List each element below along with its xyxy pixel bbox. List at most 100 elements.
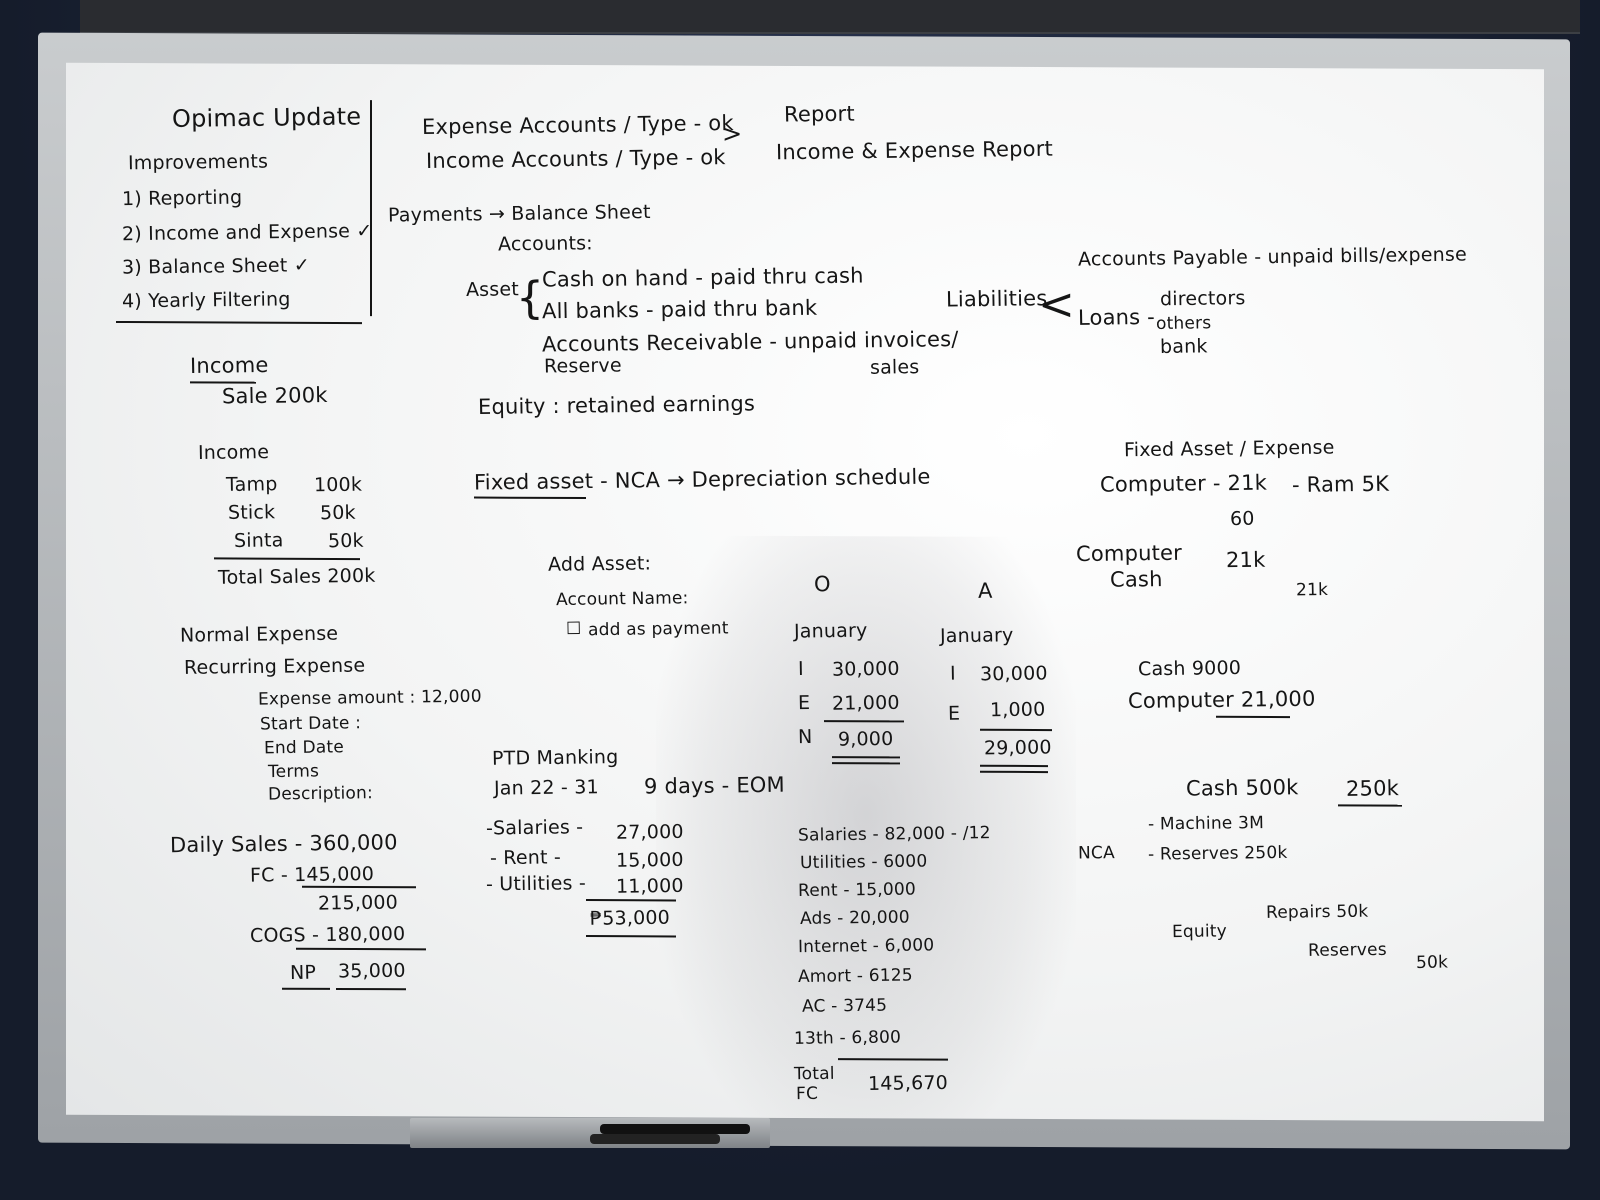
nca-cash-line: Cash 500k: [1185, 775, 1299, 801]
asset-item: Accounts Receivable - unpaid invoices/: [541, 327, 959, 357]
header-divider-horizontal: [116, 320, 362, 325]
income-title: Income: [189, 352, 269, 379]
right-column-rule: [980, 728, 1052, 732]
expense-row: AC - 3745: [801, 995, 888, 1017]
right-month: January: [939, 624, 1014, 648]
daily-sales-line: Daily Sales - 360,000: [169, 830, 398, 858]
column-a-label: A: [977, 578, 993, 603]
ram-line: - Ram 5K: [1291, 471, 1390, 497]
asset-item: All banks - paid thru bank: [541, 295, 818, 324]
fc-rule: [302, 885, 416, 889]
expense-row: 13th - 6,800: [793, 1027, 902, 1049]
right-row-key: I: [949, 662, 957, 685]
improvements-label: Improvements: [127, 150, 269, 175]
income-row-label: Stick: [227, 501, 276, 524]
right-row-key: E: [947, 702, 961, 725]
income-row-value: 100k: [313, 473, 363, 497]
cash-value: 21k: [1295, 580, 1329, 601]
computer-underline: [1216, 715, 1290, 719]
ptd-rule: [586, 899, 676, 902]
computer-line-2: Computer 21,000: [1127, 686, 1316, 714]
left-row-key: I: [797, 657, 805, 681]
repairs-line: Repairs 50k: [1265, 901, 1369, 923]
left-row-key: E: [797, 691, 811, 715]
ptd-row-value: 15,000: [615, 848, 684, 872]
expense-row: Amort - 6125: [797, 965, 914, 987]
expense-row: Rent - 15,000: [797, 879, 917, 902]
marker-pen: [600, 1124, 750, 1134]
asset-brace: {: [516, 272, 545, 324]
cogs-line: COGS - 180,000: [249, 922, 406, 947]
np-value-underline: [336, 987, 406, 991]
expense-row: Internet - 6,000: [797, 935, 935, 958]
expense-field: Start Date :: [259, 713, 362, 735]
account-name-label: Account Name:: [555, 588, 689, 611]
left-double-rule: [832, 756, 900, 759]
board-title: Opimac Update: [171, 102, 362, 133]
nca-machine: - Machine 3M: [1147, 812, 1265, 835]
left-column-rule: [824, 720, 904, 723]
report-name: Income & Expense Report: [775, 136, 1054, 165]
arrow-glyph: >: [721, 119, 743, 148]
expense-row: Utilities - 6000: [799, 851, 928, 874]
nca-250k: 250k: [1345, 776, 1400, 801]
cogs-rule: [296, 947, 426, 951]
fixed-asset-underline: [474, 496, 586, 500]
marker-tray: [410, 1118, 770, 1148]
income-accounts-text: Income Accounts / Type - ok: [425, 145, 726, 173]
asset-item: Reserve: [543, 354, 622, 378]
income-row-value: 50k: [319, 501, 356, 525]
liabilities-label: Liabilities: [945, 286, 1048, 312]
np-label: NP: [289, 961, 317, 984]
nca-250k-underline: [1338, 804, 1402, 807]
asset-label: Asset: [465, 278, 520, 301]
expense-field: End Date: [263, 737, 345, 759]
recurring-expense-label: Recurring Expense: [183, 654, 366, 679]
computer-label: Computer: [1075, 540, 1183, 567]
expense-field: Expense amount : 12,000: [257, 686, 482, 710]
ptd-row-label: - Utilities -: [485, 872, 587, 896]
loan-item: directors: [1159, 287, 1246, 311]
expense-accounts-text: Expense Accounts / Type - ok: [421, 110, 734, 140]
left-row-value: 21,000: [831, 691, 900, 715]
right-row-value: 30,000: [979, 662, 1048, 686]
fixed-asset-line: Fixed asset - NCA → Depreciation schedul…: [473, 464, 931, 495]
sixty-value: 60: [1229, 507, 1255, 531]
right-row-value: 1,000: [989, 698, 1046, 722]
right-double-rule: [980, 770, 1048, 774]
cash-line: Cash 9000: [1137, 657, 1242, 681]
ptd-total-rule: [586, 935, 676, 938]
expense-field: Terms: [267, 761, 320, 783]
ptd-row-label: -Salaries -: [485, 816, 584, 840]
payments-line: Payments → Balance Sheet: [387, 201, 651, 227]
np-label-underline: [282, 987, 330, 990]
improvement-item: 1) Reporting: [121, 186, 243, 211]
reserves-label: Reserves: [1307, 939, 1387, 961]
equity-label: Equity: [1171, 921, 1228, 943]
salaries-total: 145,670: [867, 1071, 949, 1095]
income-row-label: Tamp: [225, 473, 278, 496]
income-total-rule: [214, 557, 360, 561]
improvement-item: 3) Balance Sheet ✓: [121, 254, 311, 279]
ptd-row-label: - Rent -: [489, 846, 562, 870]
left-month: January: [793, 619, 868, 643]
salaries-total-label: Total: [793, 1063, 835, 1085]
loan-item: others: [1155, 313, 1212, 335]
ptd-total: ₱53,000: [589, 906, 671, 930]
ptd-title: PTD Manking: [491, 746, 619, 770]
np-value: 35,000: [337, 959, 406, 983]
add-as-payment-label: add as payment: [587, 618, 729, 641]
ptd-row-value: 27,000: [615, 820, 684, 844]
daily-subtotal: 215,000: [317, 891, 399, 915]
report-label: Report: [783, 101, 856, 127]
cash-label: Cash: [1109, 567, 1163, 592]
improvement-item: 4) Yearly Filtering: [121, 288, 291, 313]
expense-field: Description:: [267, 783, 374, 805]
improvement-item: 2) Income and Expense ✓: [121, 219, 373, 246]
computer-line: Computer - 21k: [1099, 470, 1268, 497]
right-double-rule: [980, 764, 1048, 768]
accounts-label: Accounts:: [497, 232, 594, 256]
left-double-rule: [832, 762, 900, 765]
add-asset-label: Add Asset:: [547, 552, 652, 576]
tv-bottom-edge: [80, 0, 1580, 34]
